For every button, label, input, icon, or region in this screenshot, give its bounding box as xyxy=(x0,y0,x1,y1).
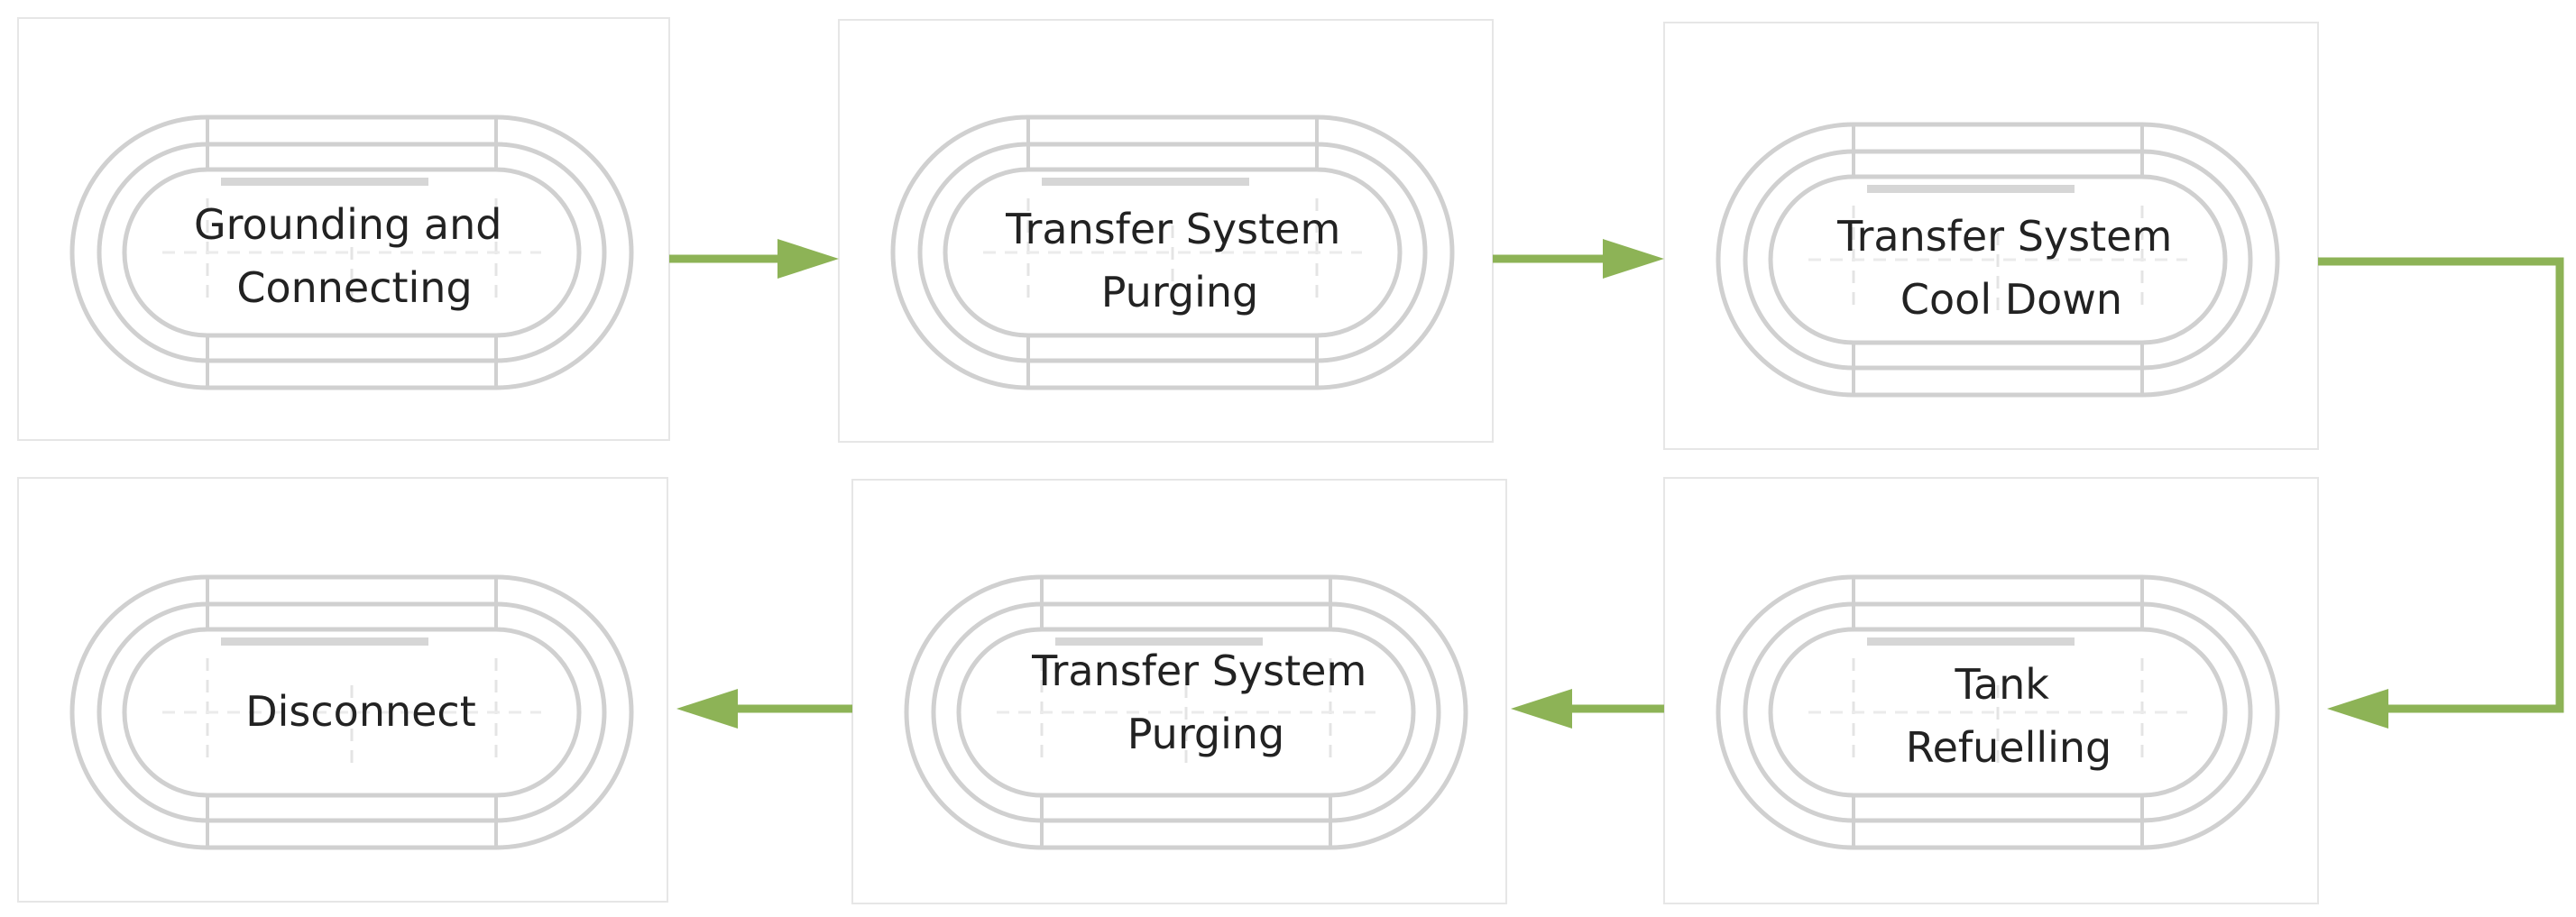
stage-4-line-1: Tank xyxy=(1954,660,2049,709)
arrow-5-to-6 xyxy=(676,689,852,729)
stage-2-line-2: Purging xyxy=(1101,268,1259,316)
arrow-2-to-3 xyxy=(1493,239,1664,279)
stage-2-line-1: Transfer System xyxy=(1005,205,1340,253)
stage-2: Transfer System Purging xyxy=(893,117,1452,388)
stage-1-line-1: Grounding and xyxy=(194,200,502,249)
stage-4-label: Tank Refuelling xyxy=(1906,660,2112,772)
stage-4: Tank Refuelling xyxy=(1718,577,2277,848)
stage-1-line-2: Connecting xyxy=(236,263,472,312)
stage-5-line-1: Transfer System xyxy=(1031,646,1366,695)
arrow-3-to-4 xyxy=(2318,257,2564,729)
stage-3: Transfer System Cool Down xyxy=(1718,124,2277,395)
stage-2-label: Transfer System Purging xyxy=(1005,205,1354,316)
connectors xyxy=(669,239,2564,729)
arrow-1-to-2 xyxy=(669,239,839,279)
stage-5: Transfer System Purging xyxy=(906,577,1466,848)
stage-5-label: Transfer System Purging xyxy=(1031,646,1380,758)
stage-6-line-1: Disconnect xyxy=(245,687,476,736)
stage-4-line-2: Refuelling xyxy=(1906,723,2112,772)
stage-6-label: Disconnect xyxy=(245,687,476,736)
stage-5-line-2: Purging xyxy=(1127,710,1285,758)
arrow-4-to-5 xyxy=(1511,689,1664,729)
stage-6: Disconnect xyxy=(72,577,631,848)
stage-3-line-1: Transfer System xyxy=(1836,212,2172,261)
stage-3-line-2: Cool Down xyxy=(1900,275,2122,324)
stage-3-label: Transfer System Cool Down xyxy=(1836,212,2185,324)
panel-frames xyxy=(17,17,2319,904)
stage-1-label: Grounding and Connecting xyxy=(194,200,515,312)
stage-1: Grounding and Connecting xyxy=(72,117,631,388)
